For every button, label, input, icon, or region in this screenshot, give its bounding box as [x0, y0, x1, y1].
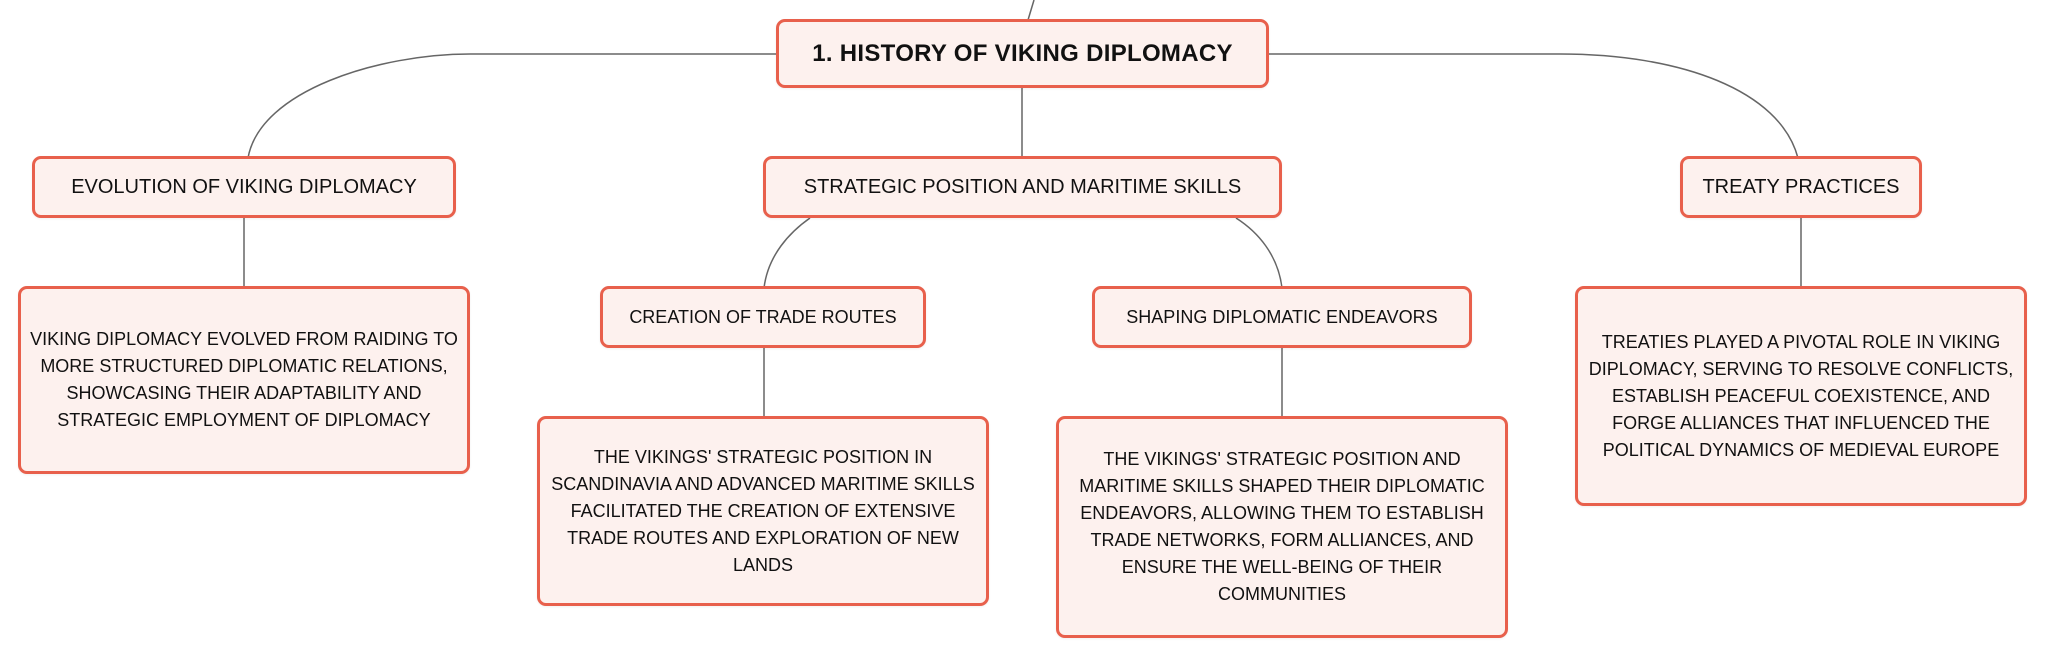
connector-to-parent: [1027, 0, 1035, 21]
trade-routes-topic-label: CREATION OF TRADE ROUTES: [629, 306, 897, 327]
treaty-detail-text: TREATIES PLAYED A PIVOTAL ROLE IN VIKING…: [1588, 331, 2014, 460]
shaping-detail-node[interactable]: THE VIKINGS' STRATEGIC POSITION AND MARI…: [1056, 416, 1508, 638]
evolution-detail-text: VIKING DIPLOMACY EVOLVED FROM RAIDING TO…: [30, 329, 458, 430]
trade-routes-detail-text: THE VIKINGS' STRATEGIC POSITION IN SCAND…: [551, 446, 975, 575]
connector-strategic-shaping: [1235, 217, 1283, 289]
trade-routes-topic-node[interactable]: CREATION OF TRADE ROUTES: [600, 286, 926, 348]
evolution-detail-node[interactable]: VIKING DIPLOMACY EVOLVED FROM RAIDING TO…: [18, 286, 470, 474]
shaping-topic-node[interactable]: SHAPING DIPLOMATIC ENDEAVORS: [1092, 286, 1472, 348]
root-topic-node[interactable]: 1. HISTORY OF VIKING DIPLOMACY: [776, 19, 1269, 88]
treaty-topic-label: TREATY PRACTICES: [1702, 175, 1900, 198]
shaping-topic-label: SHAPING DIPLOMATIC ENDEAVORS: [1126, 306, 1438, 327]
treaty-detail-node[interactable]: TREATIES PLAYED A PIVOTAL ROLE IN VIKING…: [1575, 286, 2027, 506]
evolution-topic-label: EVOLUTION OF VIKING DIPLOMACY: [71, 175, 417, 198]
strategic-topic-label: STRATEGIC POSITION AND MARITIME SKILLS: [803, 175, 1242, 198]
evolution-topic-node[interactable]: EVOLUTION OF VIKING DIPLOMACY: [32, 156, 456, 218]
connector-root-evolution: [247, 53, 778, 159]
connector-strategic-trade: [763, 217, 811, 289]
strategic-topic-node[interactable]: STRATEGIC POSITION AND MARITIME SKILLS: [763, 156, 1282, 218]
root-topic-label: 1. HISTORY OF VIKING DIPLOMACY: [812, 39, 1233, 67]
connector-root-treaty: [1268, 53, 1799, 159]
treaty-topic-node[interactable]: TREATY PRACTICES: [1680, 156, 1922, 218]
trade-routes-detail-node[interactable]: THE VIKINGS' STRATEGIC POSITION IN SCAND…: [537, 416, 989, 606]
shaping-detail-text: THE VIKINGS' STRATEGIC POSITION AND MARI…: [1079, 449, 1485, 604]
